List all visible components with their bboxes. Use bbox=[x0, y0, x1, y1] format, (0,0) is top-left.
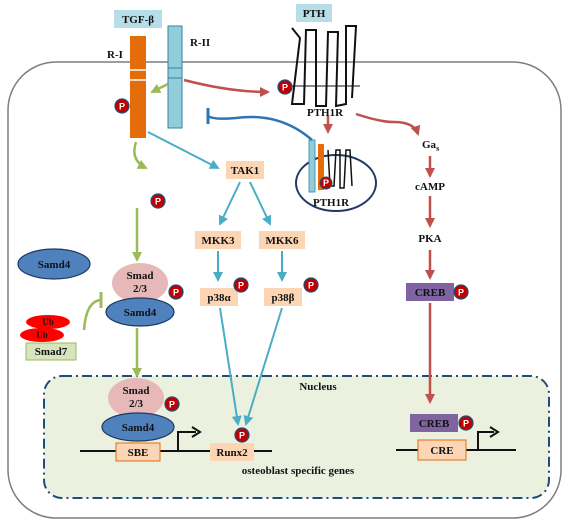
svg-text:P: P bbox=[173, 288, 179, 298]
smad23-nucleus bbox=[108, 378, 164, 418]
pth1r-top-label: PTH1R bbox=[307, 107, 344, 119]
cre-label: CRE bbox=[430, 445, 453, 457]
p38b-label: p38β bbox=[272, 292, 295, 304]
smad23-bottom-label: 2/3 bbox=[133, 283, 148, 295]
tak1-mkk3-arrow bbox=[218, 181, 241, 226]
pth-label: PTH bbox=[303, 8, 326, 20]
phospho-smad23: P bbox=[168, 284, 184, 300]
endosome-inhibit-rii bbox=[207, 114, 313, 141]
p38b-box bbox=[264, 288, 302, 306]
svg-text:P: P bbox=[282, 83, 288, 93]
smad7-inhibit-path bbox=[82, 298, 101, 331]
pth1r-bottom-label: PTH1R bbox=[313, 197, 350, 209]
smad23-top-label: Smad bbox=[127, 270, 154, 282]
pth-box bbox=[296, 4, 332, 22]
rii-ri-arrow bbox=[150, 82, 169, 94]
phospho-runx2: P bbox=[234, 427, 250, 443]
runx2-box bbox=[210, 443, 254, 461]
svg-text:P: P bbox=[119, 102, 125, 112]
cre-box bbox=[417, 439, 467, 461]
tak1-label: TAK1 bbox=[231, 165, 260, 177]
smad7-box bbox=[25, 342, 77, 361]
pth1r-receptor bbox=[290, 25, 358, 108]
mkk6-box bbox=[259, 231, 305, 249]
creb-nucleus-box bbox=[410, 414, 458, 432]
r-i-label: R-I bbox=[107, 49, 123, 61]
mkk3-label: MKK3 bbox=[202, 235, 235, 247]
tak1-box bbox=[226, 161, 264, 179]
r-i-receptor bbox=[130, 36, 146, 138]
phospho-pth1r: P bbox=[277, 79, 293, 95]
mkk3-box bbox=[195, 231, 241, 249]
endosome-ri bbox=[318, 144, 324, 190]
tgf-beta-box bbox=[114, 10, 162, 28]
pth1r-gas-arrow bbox=[355, 112, 421, 136]
r-ii-label: R-II bbox=[190, 37, 210, 49]
svg-text:P: P bbox=[238, 281, 244, 291]
ub-top-label: Ub bbox=[42, 317, 54, 327]
svg-text:P: P bbox=[458, 288, 464, 298]
svg-text:P: P bbox=[155, 197, 161, 207]
osteoblast-genes-label: osteoblast specific genes bbox=[242, 465, 355, 477]
samd4-left-label: Samd4 bbox=[38, 259, 71, 271]
p38b-runx2-arrow bbox=[243, 307, 283, 426]
phospho-r-i: P bbox=[114, 98, 130, 114]
creb-box bbox=[406, 283, 454, 301]
camp-label: cAMP bbox=[415, 181, 445, 193]
smad23-nuc-bottom-label: 2/3 bbox=[129, 398, 144, 410]
cre-transcription-arrow bbox=[477, 431, 494, 450]
tgf-beta-label: TGF-β bbox=[122, 14, 154, 26]
svg-text:P: P bbox=[239, 431, 245, 441]
phospho-smad23-nucleus: P bbox=[164, 396, 180, 412]
creb-nucleus-label: CREB bbox=[419, 418, 450, 430]
mkk6-label: MKK6 bbox=[266, 235, 299, 247]
endosome-pth1r bbox=[327, 149, 353, 189]
sbe-label: SBE bbox=[128, 447, 149, 459]
samd4-nucleus-label: Samd4 bbox=[122, 422, 155, 434]
smad7-label: Smad7 bbox=[35, 346, 68, 358]
sbe-transcription-arrow bbox=[177, 431, 196, 451]
svg-text:P: P bbox=[169, 400, 175, 410]
p38a-label: p38α bbox=[207, 292, 231, 304]
phospho-p38a: P bbox=[233, 277, 249, 293]
samd4-left bbox=[17, 248, 91, 280]
ub-top bbox=[26, 315, 70, 329]
phospho-free: P bbox=[150, 193, 166, 209]
sbe-box bbox=[115, 442, 161, 462]
pka-label: PKA bbox=[418, 233, 441, 245]
ub-bottom-label: Ub bbox=[36, 330, 48, 340]
tak1-mkk6-arrow bbox=[249, 181, 272, 226]
samd4-complex-label: Samd4 bbox=[124, 307, 157, 319]
runx2-label: Runx2 bbox=[216, 447, 248, 459]
p38a-box bbox=[200, 288, 238, 306]
smad23-nuc-top-label: Smad bbox=[123, 385, 150, 397]
r-ii-receptor bbox=[167, 25, 183, 129]
creb-label: CREB bbox=[415, 287, 446, 299]
nucleus-label: Nucleus bbox=[299, 381, 337, 393]
samd4-nucleus bbox=[101, 412, 175, 442]
p38a-runx2-arrow bbox=[219, 307, 242, 426]
svg-text:P: P bbox=[463, 419, 469, 429]
sbe-transcription-arrowhead bbox=[191, 426, 202, 438]
smad23-complex bbox=[112, 263, 168, 303]
rii-pth1r-arrow bbox=[183, 78, 270, 97]
phospho-endosome: P bbox=[319, 176, 333, 190]
phospho-p38b: P bbox=[303, 277, 319, 293]
svg-text:P: P bbox=[323, 178, 329, 188]
svg-text:P: P bbox=[308, 281, 314, 291]
samd4-complex bbox=[105, 297, 175, 327]
phospho-creb: P bbox=[453, 284, 469, 300]
ri-down-arrow bbox=[133, 141, 148, 170]
ub-bottom bbox=[20, 328, 64, 342]
cre-transcription-arrowhead bbox=[489, 426, 500, 438]
phospho-creb-nucleus: P bbox=[458, 415, 474, 431]
ri-tak1-arrow bbox=[147, 131, 220, 169]
gas-label: Gas bbox=[422, 139, 439, 153]
endosome-rii bbox=[308, 139, 316, 193]
